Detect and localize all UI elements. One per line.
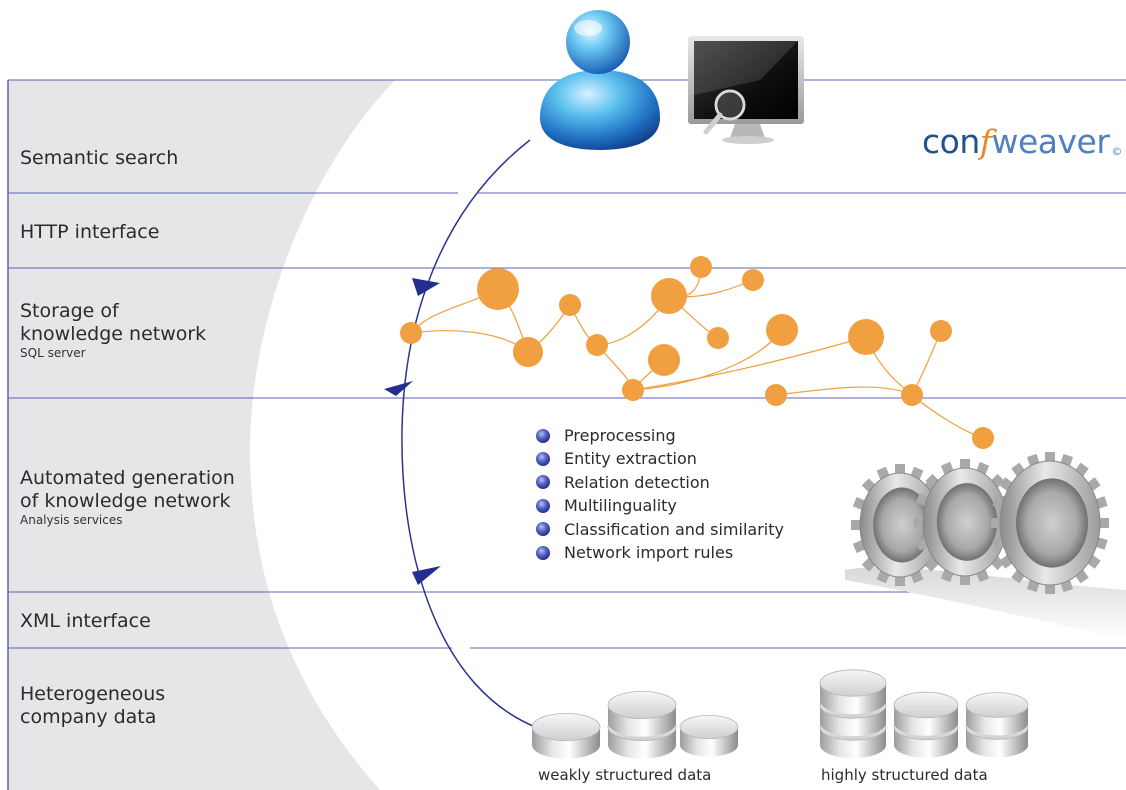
user-icon <box>540 10 660 150</box>
layer-title: XML interface <box>20 610 151 632</box>
bullet-icon <box>536 475 550 490</box>
analysis-steps-list: Preprocessing Entity extraction Relation… <box>536 424 784 564</box>
network-node <box>901 384 923 406</box>
network-node <box>559 294 581 316</box>
gears-icon <box>845 452 1126 640</box>
layer-label-company-data: Heterogeneous company data <box>20 683 165 729</box>
monitor-search-icon <box>688 36 804 144</box>
step-label: Preprocessing <box>564 426 676 445</box>
list-item: Network import rules <box>536 541 784 564</box>
layer-label-http-interface: HTTP interface <box>20 221 159 244</box>
layer-title-line2: of knowledge network <box>20 490 231 512</box>
flow-arrowheads <box>384 278 441 585</box>
layer-title: Semantic search <box>20 147 179 169</box>
layer-label-storage: Storage of knowledge network SQL server <box>20 300 206 360</box>
network-node <box>765 384 787 406</box>
layer-title: Automated generation <box>20 467 235 489</box>
arrowhead-3 <box>412 278 440 296</box>
database-icon <box>965 692 1029 758</box>
list-item: Multilinguality <box>536 494 784 517</box>
list-item: Entity extraction <box>536 447 784 470</box>
step-label: Entity extraction <box>564 449 697 469</box>
database-icon <box>893 691 959 758</box>
arrowhead-2 <box>384 381 413 396</box>
list-item: Preprocessing <box>536 424 784 447</box>
network-node <box>622 379 644 401</box>
network-node <box>766 314 798 346</box>
network-node <box>742 269 764 291</box>
bullet-icon <box>536 452 550 467</box>
layer-subtitle: SQL server <box>20 346 86 360</box>
network-node <box>400 322 422 344</box>
network-node <box>651 278 687 314</box>
layer-title: Heterogeneous <box>20 683 166 705</box>
confweaver-logo: confweaver© <box>922 122 1122 161</box>
arrowhead-1 <box>412 566 441 585</box>
databases <box>531 669 1029 759</box>
step-label: Relation detection <box>564 472 710 492</box>
weak-data-caption: weakly structured data <box>538 766 712 784</box>
network-node <box>707 327 729 349</box>
network-node <box>690 256 712 278</box>
flow-arc <box>401 139 539 729</box>
layer-title-line2: knowledge network <box>20 323 207 345</box>
database-icon <box>819 669 887 759</box>
layer-label-semantic-search: Semantic search <box>20 147 178 170</box>
network-node <box>930 320 952 342</box>
high-data-caption: highly structured data <box>821 766 988 784</box>
network-node <box>848 319 884 355</box>
layer-label-generation: Automated generation of knowledge networ… <box>20 467 235 527</box>
network-node <box>477 268 519 310</box>
database-icon <box>531 713 601 759</box>
step-label: Classification and similarity <box>564 519 784 539</box>
network-node <box>513 337 543 367</box>
list-item: Classification and similarity <box>536 518 784 541</box>
network-node <box>586 334 608 356</box>
bullet-icon <box>536 428 550 443</box>
layer-title-line2: company data <box>20 706 157 728</box>
step-label: Network import rules <box>564 542 734 562</box>
step-label: Multilinguality <box>564 496 677 516</box>
layer-subtitle: Analysis services <box>20 513 123 527</box>
network-node <box>972 427 994 449</box>
network-node <box>648 344 680 376</box>
bullet-icon <box>536 545 550 560</box>
layer-panel <box>8 80 395 790</box>
layer-label-xml-interface: XML interface <box>20 610 151 633</box>
bullet-icon <box>536 522 550 537</box>
bullet-icon <box>536 498 550 513</box>
layer-title: HTTP interface <box>20 221 160 243</box>
database-icon <box>607 691 677 759</box>
layer-title: Storage of <box>20 300 119 322</box>
network-nodes <box>400 256 994 449</box>
database-icon <box>679 715 739 757</box>
list-item: Relation detection <box>536 471 784 494</box>
